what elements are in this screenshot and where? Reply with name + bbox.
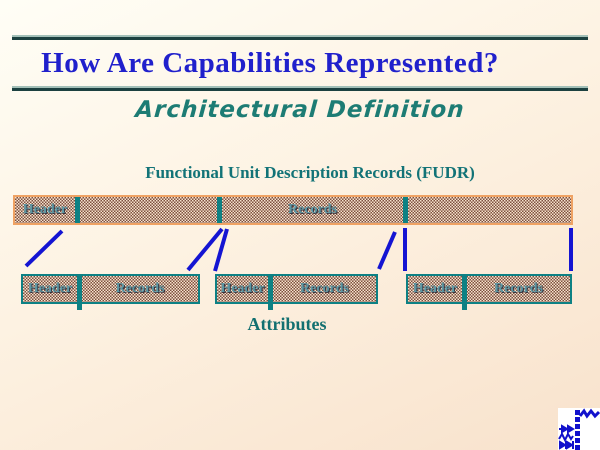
- attribute-box: Header Records: [21, 274, 200, 310]
- fudr-bar-divider: [217, 197, 222, 223]
- attribute-box-records-label: Records: [115, 281, 165, 296]
- attribute-box: Header Records: [215, 274, 378, 310]
- top-divider-line: [12, 35, 588, 40]
- fudr-bar-header-label: Header: [22, 202, 68, 217]
- attribute-box: Header Records: [406, 274, 572, 310]
- fudr-bar-records-label: Records: [288, 202, 337, 217]
- fudr-bar-divider: [403, 197, 408, 223]
- circuit-waveform-logo-icon: [558, 408, 600, 450]
- slide-title: How Are Capabilities Represented?: [41, 47, 499, 79]
- slide-subtitle: Architectural Definition: [134, 97, 466, 123]
- attribute-box-header-label: Header: [27, 281, 73, 296]
- attribute-box-divider: [462, 275, 467, 310]
- bottom-divider-line: [12, 86, 588, 91]
- attribute-box-divider: [77, 275, 82, 310]
- fudr-bar-divider: [75, 197, 80, 223]
- attribute-box-records-label: Records: [494, 281, 543, 296]
- attributes-caption: Attributes: [247, 314, 327, 334]
- fudr-bar: Header Records: [13, 195, 573, 225]
- attribute-box-header-label: Header: [412, 281, 458, 296]
- diagram-title: Functional Unit Description Records (FUD…: [145, 163, 475, 182]
- attribute-box-header-label: Header: [220, 281, 265, 296]
- attribute-box-divider: [268, 275, 273, 310]
- attribute-box-records-label: Records: [300, 281, 349, 296]
